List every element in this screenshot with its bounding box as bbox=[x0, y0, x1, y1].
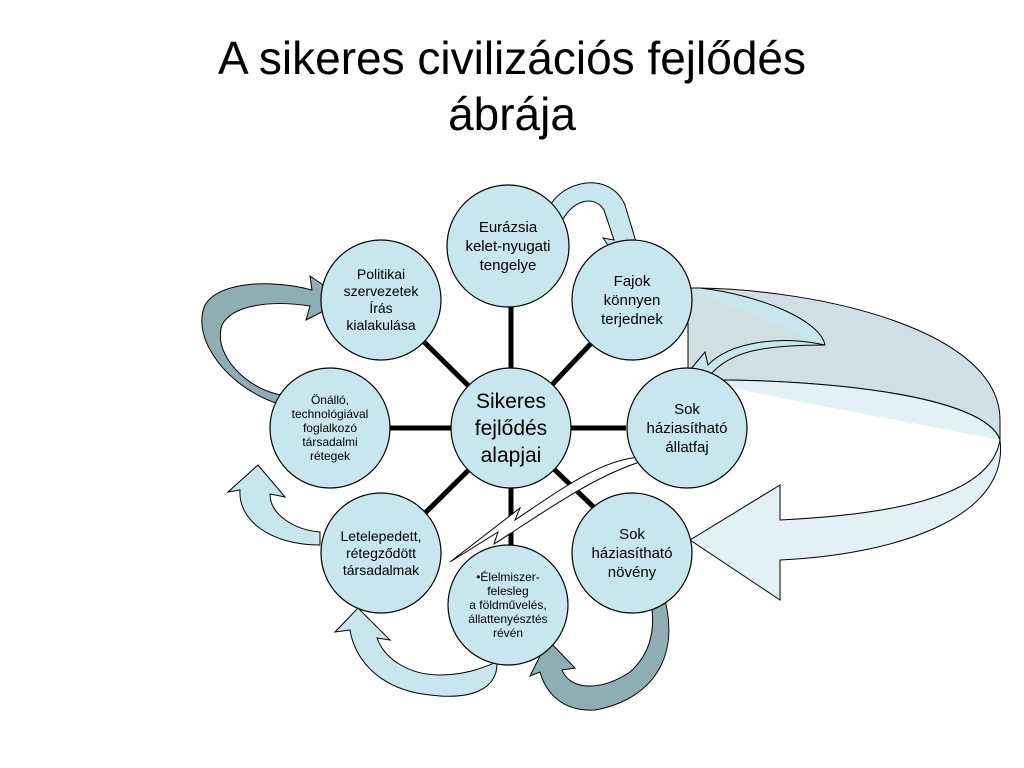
node-label-fajok: Fajok könnyen terjednek bbox=[601, 272, 663, 328]
node-circle-allatfaj bbox=[626, 367, 748, 489]
node-circle-center bbox=[450, 367, 572, 489]
node-label-noveny: Sok háziasítható növény bbox=[591, 525, 673, 581]
node-circle-noveny bbox=[571, 492, 693, 614]
arrow-letelepedett-to-onallo bbox=[226, 464, 321, 546]
node-label-allatfaj: Sok háziasítható állatfaj bbox=[646, 400, 728, 456]
arrow-elelmiszer-to-letelepedett bbox=[333, 607, 498, 697]
arrow-onallo-to-politikai bbox=[201, 274, 346, 406]
node-label-letelepedett: Letelepedett, rétegződött társadalmak bbox=[340, 527, 422, 578]
big-ribbon-arrow bbox=[687, 287, 1001, 601]
title-line-2: ábrája bbox=[448, 88, 576, 140]
title-line-1: A sikeres civilizációs fejlődés bbox=[217, 32, 806, 84]
node-circle-letelepedett bbox=[320, 492, 442, 614]
node-circle-elelmiszer bbox=[447, 544, 569, 666]
arrow-zigzag bbox=[449, 456, 641, 563]
node-label-elelmiszer: •Élelmiszer- felesleg a földművelés, áll… bbox=[468, 570, 548, 640]
page-title: A sikeres civilizációs fejlődés ábrája bbox=[0, 30, 1024, 142]
node-circle-onallo bbox=[269, 367, 391, 489]
node-label-eurasia: Eurázsia kelet-nyugati tengelye bbox=[465, 218, 551, 274]
curved-arrows bbox=[201, 182, 826, 711]
nodes bbox=[269, 184, 748, 666]
node-circle-politikai bbox=[320, 239, 442, 361]
arrow-noveny-to-elelmiszer bbox=[528, 595, 670, 711]
node-label-politikai: Politikai szervezetek Írás kialakulása bbox=[343, 266, 419, 333]
node-label-onallo: Önálló, technológiával foglalkozó társad… bbox=[291, 393, 369, 463]
arrow-fajok-to-allatfaj bbox=[679, 287, 826, 389]
node-circle-eurasia bbox=[446, 184, 570, 308]
node-circle-fajok bbox=[571, 239, 693, 361]
node-label-center: Sikeres fejlődés alapjai bbox=[474, 389, 548, 467]
